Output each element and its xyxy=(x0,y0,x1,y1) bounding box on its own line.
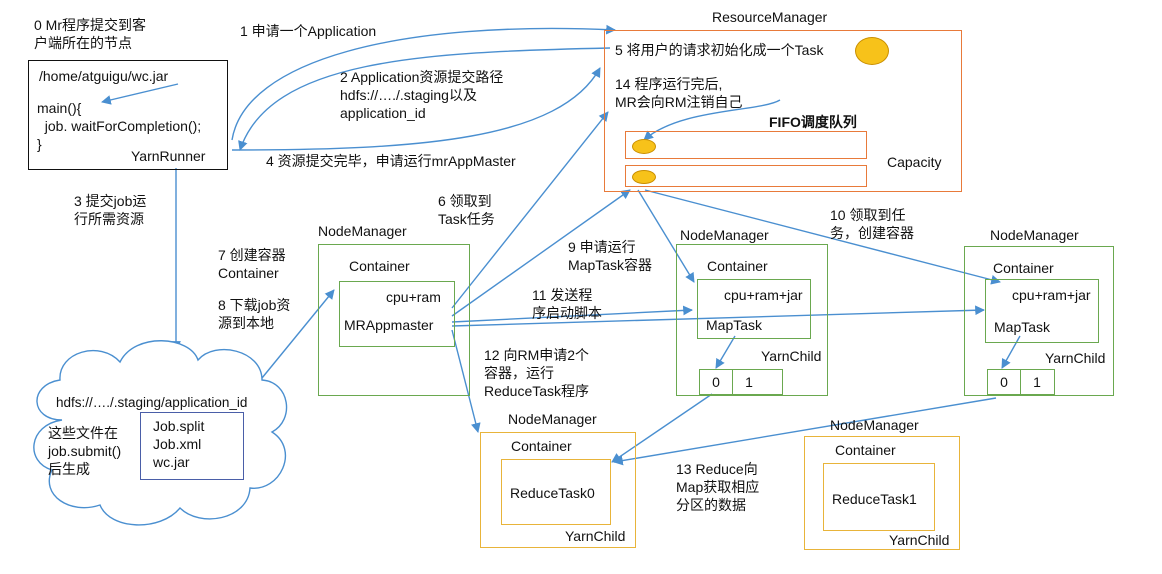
arrow-step10b xyxy=(644,189,1001,285)
partition-1-0: 0 xyxy=(700,370,733,394)
nodemanager-2-box: Container cpu+ram+jar MapTask YarnChild … xyxy=(676,244,828,396)
step-4-label: 4 资源提交完毕，申请运行mrAppMaster xyxy=(266,153,516,169)
hdfs-staging-path: hdfs://…./.staging/application_id xyxy=(56,395,248,410)
arrow-step8 xyxy=(261,289,335,379)
client-yarnrunner: YarnRunner xyxy=(131,148,206,164)
job-files-box: Job.split Job.xml wc.jar xyxy=(140,412,244,480)
container-5-box: ReduceTask1 xyxy=(823,463,935,531)
nodemanager-4-label: NodeManager xyxy=(508,411,597,427)
arrow-step11a xyxy=(451,305,693,323)
arrow-map2-part xyxy=(1001,335,1021,369)
nodemanager-5-label: NodeManager xyxy=(830,417,919,433)
step-11-label: 11 发送程 序启动脚本 xyxy=(532,287,602,321)
arrow-step13b xyxy=(613,397,997,466)
arrow-map1-part xyxy=(715,335,736,369)
step-8-label: 8 下载job资 源到本地 xyxy=(218,297,291,331)
partition-2-1: 1 xyxy=(1033,374,1041,390)
step-9-label: 9 申请运行 MapTask容器 xyxy=(568,239,653,273)
fifo-queue-label: FIFO调度队列 xyxy=(769,114,857,130)
queue-task-2 xyxy=(632,170,656,184)
capacity-label: Capacity xyxy=(887,154,942,170)
nodemanager-1-box: Container cpu+ram MRAppmaster xyxy=(318,244,470,396)
arrow-step1 xyxy=(231,24,616,141)
partition-2-0: 0 xyxy=(988,370,1021,394)
arrow-path-main xyxy=(101,83,179,105)
yarnchild-1-label: YarnChild xyxy=(761,348,822,364)
arrow-step9 xyxy=(451,189,631,317)
arrow-step6 xyxy=(451,111,609,309)
container-4-box: ReduceTask0 xyxy=(501,459,611,525)
container-3-label: Container xyxy=(993,260,1054,276)
resourcemanager-box: 5 将用户的请求初始化成一个Task 14 程序运行完后, MR会向RM注销自己… xyxy=(604,30,962,192)
client-main-code: main(){ job. waitForCompletion(); } xyxy=(37,100,202,152)
container-1-resources: cpu+ram xyxy=(386,289,441,305)
step-14-label: 14 程序运行完后, MR会向RM注销自己 xyxy=(615,76,743,110)
yarnchild-4-label: YarnChild xyxy=(889,532,950,548)
arrow-step2 xyxy=(238,47,611,151)
arrow-step11b xyxy=(451,305,985,327)
step-3-label: 3 提交job运 行所需资源 xyxy=(74,193,147,227)
step-1-label: 1 申请一个Application xyxy=(240,23,377,39)
mrappmaster-label: MRAppmaster xyxy=(344,317,434,333)
partitions-2: 0 1 xyxy=(987,369,1055,395)
partitions-1: 0 1 xyxy=(699,369,783,395)
container-1-box: cpu+ram MRAppmaster xyxy=(339,281,455,347)
queue-task-1 xyxy=(632,139,656,154)
job-files-list: Job.split Job.xml wc.jar xyxy=(153,418,205,470)
client-jar-path: /home/atguigu/wc.jar xyxy=(39,68,169,84)
step-10-label: 10 领取到任 务，创建容器 xyxy=(830,207,914,241)
arrow-step4 xyxy=(231,67,601,151)
hdfs-files-note: 这些文件在 job.submit() 后生成 xyxy=(48,425,122,477)
nodemanager-1-label: NodeManager xyxy=(318,223,407,239)
step-12-label: 12 向RM申请2个 容器，运行 ReduceTask程序 xyxy=(484,347,590,399)
arrow-step10a xyxy=(637,189,695,283)
step-6-label: 6 领取到 Task任务 xyxy=(438,193,495,227)
step-13-label: 13 Reduce向 Map获取相应 分区的数据 xyxy=(676,461,760,513)
hdfs-cloud xyxy=(33,340,288,526)
yarnchild-2-label: YarnChild xyxy=(1045,350,1106,366)
container-3-box: cpu+ram+jar MapTask xyxy=(985,279,1099,343)
partition-1-1: 1 xyxy=(745,374,753,390)
nodemanager-3-label: NodeManager xyxy=(990,227,1079,243)
step-5-label: 5 将用户的请求初始化成一个Task xyxy=(615,42,824,58)
arrow-step14 xyxy=(643,99,781,141)
container-2-resources: cpu+ram+jar xyxy=(724,287,803,303)
nodemanager-4-box: Container ReduceTask0 YarnChild xyxy=(480,432,636,548)
nodemanager-2-label: NodeManager xyxy=(680,227,769,243)
yarnchild-3-label: YarnChild xyxy=(565,528,626,544)
reducetask0-label: ReduceTask0 xyxy=(510,485,595,501)
container-2-label: Container xyxy=(707,258,768,274)
queue-slot-1 xyxy=(625,131,867,159)
task-ellipse xyxy=(855,37,889,65)
maptask-1-label: MapTask xyxy=(706,317,763,333)
container-3-resources: cpu+ram+jar xyxy=(1012,287,1091,303)
step-2-label: 2 Application资源提交路径 hdfs://…./.staging以及… xyxy=(340,69,504,121)
step-0-label: 0 Mr程序提交到客 户端所在的节点 xyxy=(34,17,146,51)
container-1-label: Container xyxy=(349,258,410,274)
container-5-label: Container xyxy=(835,442,896,458)
maptask-2-label: MapTask xyxy=(994,319,1051,335)
container-2-box: cpu+ram+jar MapTask xyxy=(697,279,811,339)
container-4-label: Container xyxy=(511,438,572,454)
step-7-label: 7 创建容器 Container xyxy=(218,247,286,281)
arrow-step13a xyxy=(611,393,713,463)
client-box: /home/atguigu/wc.jar main(){ job. waitFo… xyxy=(28,60,228,170)
nodemanager-3-box: Container cpu+ram+jar MapTask YarnChild … xyxy=(964,246,1114,396)
queue-slot-2 xyxy=(625,165,867,187)
reducetask1-label: ReduceTask1 xyxy=(832,491,917,507)
resourcemanager-title: ResourceManager xyxy=(712,9,828,25)
nodemanager-5-box: Container ReduceTask1 YarnChild xyxy=(804,436,960,550)
arrow-step12 xyxy=(451,329,481,433)
